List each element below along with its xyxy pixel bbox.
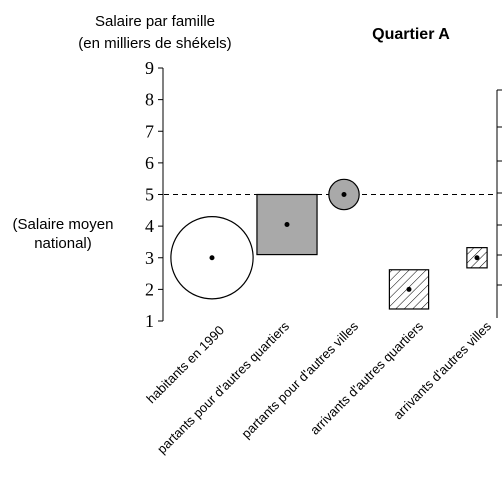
- reference-label-line-1: (Salaire moyen: [13, 216, 114, 233]
- y-tick-label: 9: [145, 58, 154, 78]
- y-tick-label: 6: [145, 153, 154, 173]
- y-tick-label: 7: [145, 121, 154, 141]
- data-point-center: [209, 255, 215, 261]
- y-tick-label: 8: [145, 90, 154, 110]
- y-axis-label-line-1: Salaire par famille: [95, 13, 215, 30]
- reference-label-line-2: national): [34, 235, 92, 252]
- y-tick-label: 5: [145, 185, 154, 205]
- y-tick-label: 3: [145, 248, 154, 268]
- y-tick-label: 1: [145, 311, 154, 331]
- y-ticks: 1 2 3 4 5 6 7 8 9: [145, 58, 163, 331]
- x-tick-label: partants pour d'autres quartiers: [154, 318, 292, 456]
- y-axis-label-line-2: (en milliers de shékels): [78, 35, 231, 52]
- data-point-center: [341, 192, 347, 197]
- y-tick-label: 2: [145, 279, 154, 299]
- data-point-center: [474, 255, 480, 261]
- x-tick-label: arrivants d'autres quartiers: [307, 318, 426, 437]
- data-point-center: [284, 222, 290, 228]
- y-tick-label: 4: [145, 216, 154, 236]
- data-point-center: [406, 286, 412, 292]
- x-tick-label: partants pour d'autres villes: [238, 318, 361, 441]
- data-points: [170, 178, 488, 310]
- chart-title: Quartier A: [372, 26, 450, 43]
